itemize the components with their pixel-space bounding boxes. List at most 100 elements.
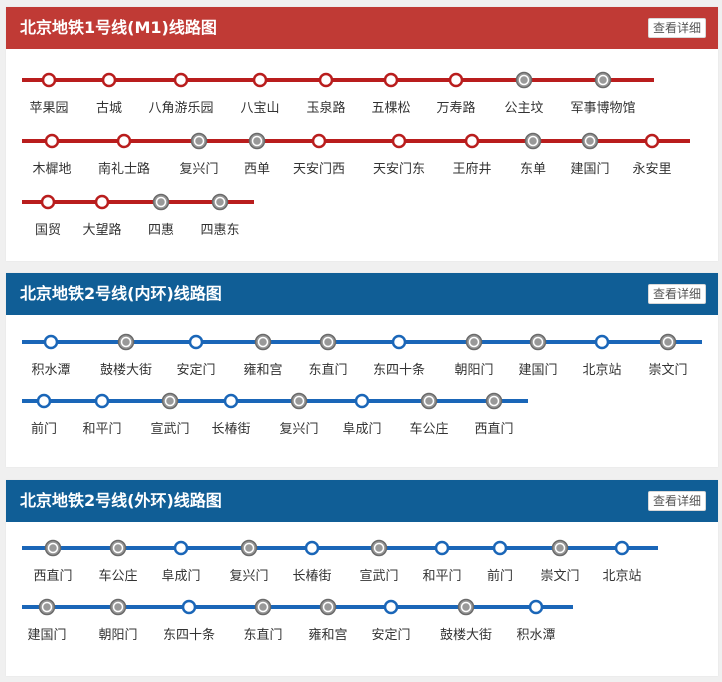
- station-marker: [101, 72, 117, 88]
- transfer-station-marker: [420, 392, 438, 410]
- transfer-station-marker: [581, 132, 599, 150]
- station-label[interactable]: 公主坟: [504, 101, 544, 116]
- card-header: 北京地铁2号线(内环)线路图查看详细: [6, 273, 718, 315]
- station-label[interactable]: 西直门: [33, 569, 73, 584]
- station-marker: [383, 599, 399, 615]
- station-label[interactable]: 五棵松: [371, 101, 411, 116]
- transfer-station-marker: [551, 539, 569, 557]
- station-label[interactable]: 天安门西: [292, 162, 345, 177]
- station-label[interactable]: 苹果园: [29, 101, 69, 116]
- station-label[interactable]: 北京站: [582, 363, 622, 378]
- transfer-station-inner-ring: [41, 601, 53, 613]
- station-label[interactable]: 大望路: [82, 223, 122, 238]
- transfer-station-marker: [161, 392, 179, 410]
- station-label[interactable]: 鼓楼大街: [439, 628, 492, 643]
- transfer-station-inner-ring: [322, 601, 334, 613]
- station-label[interactable]: 复兴门: [179, 162, 219, 177]
- line-title: 北京地铁2号线(外环)线路图: [20, 491, 222, 510]
- station-label[interactable]: 北京站: [602, 569, 642, 584]
- station-label[interactable]: 和平门: [82, 422, 122, 437]
- station-marker: [304, 540, 320, 556]
- station-label[interactable]: 东四十条: [162, 628, 215, 643]
- station-label[interactable]: 南礼士路: [97, 162, 150, 177]
- station-label[interactable]: 万寿路: [436, 101, 476, 116]
- station-label[interactable]: 复兴门: [279, 422, 319, 437]
- station-marker: [173, 72, 189, 88]
- station-label[interactable]: 车公庄: [409, 422, 449, 437]
- station-marker: [354, 393, 370, 409]
- transfer-station-inner-ring: [164, 395, 176, 407]
- station-label[interactable]: 八角游乐园: [148, 101, 214, 116]
- station-label[interactable]: 长椿街: [292, 569, 332, 584]
- station-label[interactable]: 玉泉路: [306, 101, 346, 116]
- station-marker: [223, 393, 239, 409]
- station-label[interactable]: 宣武门: [359, 569, 399, 584]
- station-label[interactable]: 朝阳门: [454, 363, 494, 378]
- station-label[interactable]: 西直门: [474, 422, 514, 437]
- station-label[interactable]: 长椿街: [211, 422, 251, 437]
- station-label[interactable]: 东直门: [308, 363, 348, 378]
- view-details-button[interactable]: 查看详细: [647, 491, 706, 511]
- transfer-station-marker: [594, 71, 612, 89]
- station-label[interactable]: 东直门: [243, 628, 283, 643]
- station-label[interactable]: 和平门: [422, 569, 462, 584]
- station-label[interactable]: 国贸: [34, 223, 61, 238]
- station-marker: [383, 72, 399, 88]
- station-label[interactable]: 古城: [95, 101, 122, 116]
- station-label[interactable]: 复兴门: [229, 569, 269, 584]
- transfer-station-inner-ring: [468, 336, 480, 348]
- station-label[interactable]: 东单: [519, 162, 546, 177]
- station-label[interactable]: 安定门: [371, 628, 411, 643]
- transfer-station-inner-ring: [293, 395, 305, 407]
- station-label[interactable]: 前门: [486, 569, 513, 584]
- station-label[interactable]: 朝阳门: [98, 628, 138, 643]
- station-label[interactable]: 崇文门: [648, 363, 688, 378]
- station-label[interactable]: 四惠: [147, 223, 174, 238]
- station-label[interactable]: 车公庄: [98, 569, 138, 584]
- transfer-station-inner-ring: [584, 135, 596, 147]
- station-label[interactable]: 建国门: [570, 162, 610, 177]
- transfer-station-inner-ring: [460, 601, 472, 613]
- station-label[interactable]: 八宝山: [240, 101, 280, 116]
- transfer-station-inner-ring: [597, 74, 609, 86]
- station-label[interactable]: 雍和宫: [243, 363, 283, 378]
- station-marker: [116, 133, 132, 149]
- station-label[interactable]: 建国门: [518, 363, 558, 378]
- station-marker: [644, 133, 660, 149]
- transfer-station-marker: [319, 598, 337, 616]
- station-marker: [36, 393, 52, 409]
- station-label[interactable]: 阜成门: [161, 569, 201, 584]
- station-label[interactable]: 雍和宫: [308, 628, 348, 643]
- station-marker: [43, 334, 59, 350]
- transfer-station-inner-ring: [120, 336, 132, 348]
- station-label[interactable]: 前门: [30, 422, 57, 437]
- station-marker: [173, 540, 189, 556]
- station-label[interactable]: 四惠东: [200, 223, 240, 238]
- station-label[interactable]: 永安里: [632, 162, 672, 177]
- route-map-svg: [22, 333, 702, 410]
- station-label[interactable]: 西单: [243, 162, 270, 177]
- route-map: 苹果园 古城 八角游乐园 八宝山 玉泉路 五棵松 万寿路 公主坟 军事博物馆木樨地 南礼士路 复兴门…: [6, 49, 718, 261]
- station-label[interactable]: 军事博物馆: [570, 101, 636, 116]
- view-details-button[interactable]: 查看详细: [647, 284, 706, 304]
- station-label[interactable]: 天安门东: [372, 162, 425, 177]
- station-label[interactable]: 木樨地: [32, 162, 72, 177]
- transfer-station-marker: [152, 193, 170, 211]
- station-marker: [318, 72, 334, 88]
- station-label[interactable]: 安定门: [176, 363, 216, 378]
- card-header: 北京地铁1号线(M1)线路图查看详细: [6, 7, 718, 49]
- station-label[interactable]: 积水潭: [516, 628, 556, 643]
- station-label[interactable]: 鼓楼大街: [99, 363, 152, 378]
- station-label[interactable]: 宣武门: [150, 422, 190, 437]
- station-label[interactable]: 王府井: [452, 162, 492, 177]
- transfer-station-inner-ring: [243, 542, 255, 554]
- station-label[interactable]: 积水潭: [31, 363, 71, 378]
- route-map: 西直门 车公庄 阜成门 复兴门 长椿街 宣武门 和平门 前门 崇文门 北京站建国门 朝阳门 东四十条 东…: [6, 522, 718, 676]
- view-details-button[interactable]: 查看详细: [647, 18, 706, 38]
- station-label[interactable]: 建国门: [27, 628, 67, 643]
- station-label[interactable]: 阜成门: [342, 422, 382, 437]
- transfer-station-inner-ring: [112, 601, 124, 613]
- station-label[interactable]: 崇文门: [540, 569, 580, 584]
- transfer-station-inner-ring: [532, 336, 544, 348]
- station-label[interactable]: 东四十条: [372, 363, 425, 378]
